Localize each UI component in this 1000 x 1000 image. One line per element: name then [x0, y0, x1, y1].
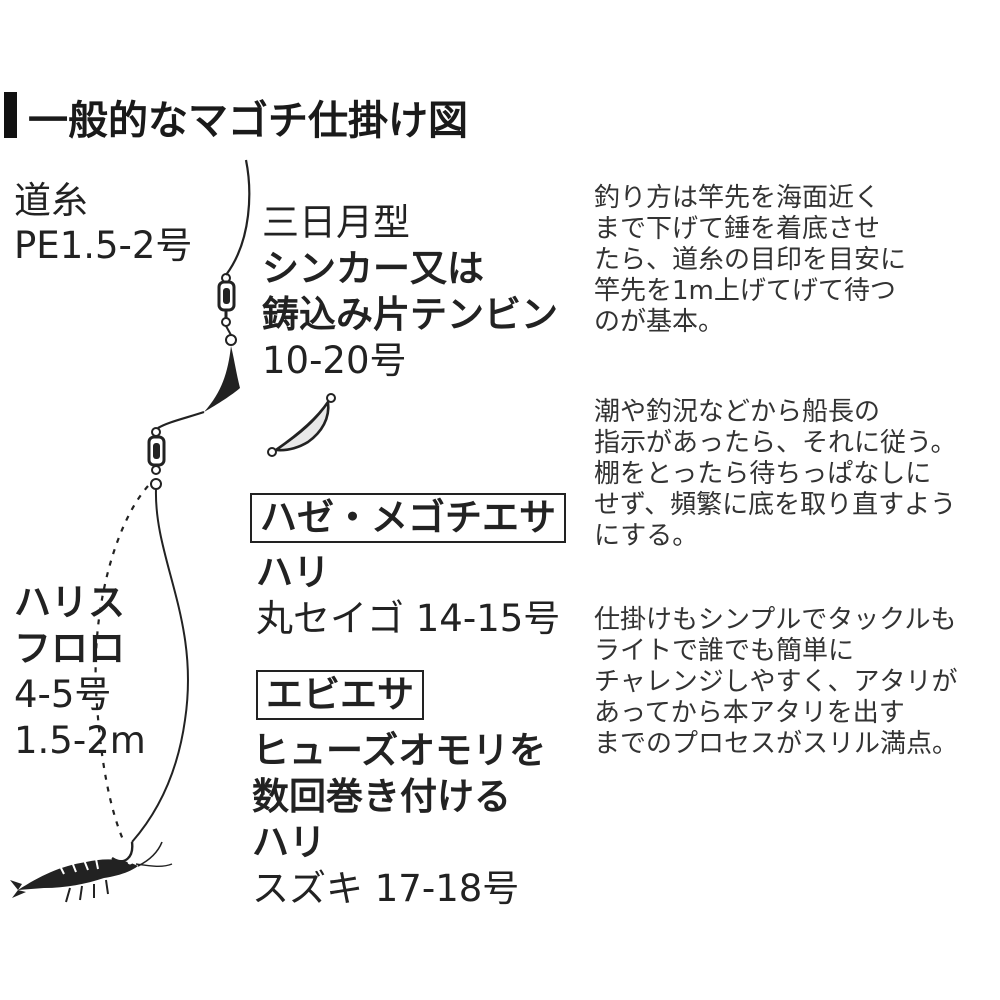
sinker-label-line: 10-20号: [262, 339, 407, 382]
description-line: 指示があったら、それに従う。: [594, 428, 957, 458]
description-line: のが基本。: [594, 307, 725, 337]
goby-bait-heading: ハゼ・メゴチエサ: [250, 493, 566, 543]
sinker-arm-line: [157, 410, 205, 429]
description-technique: 釣り方は竿先を海面近く まで下げて錘を着底させ たら、道糸の目印を目安に 竿先を…: [594, 183, 906, 338]
sinker-label: 三日月型 シンカー又は 鋳込み片テンビン 10-20号: [262, 200, 558, 384]
leader-label-line: 1.5-2m: [14, 719, 146, 762]
leader-label: ハリス フロロ 4-5号 1.5-2m: [14, 580, 146, 764]
leader-label-line: ハリス: [14, 581, 125, 624]
goby-bait-line: 丸セイゴ 14-15号: [256, 597, 561, 640]
main-line-label-line: PE1.5-2号: [14, 224, 193, 267]
sinker-label-line: 鋳込み片テンビン: [262, 293, 558, 336]
shrimp-bait-heading: エビエサ: [256, 670, 424, 720]
shrimp-bait-line: ヒューズオモリを: [252, 729, 547, 772]
goby-bait-line: ハリ: [256, 551, 330, 594]
description-line: 仕掛けもシンプルでタックルも: [594, 605, 957, 635]
description-captain: 潮や釣況などから船長の 指示があったら、それに従う。 棚をとったら待ちっぱなしに…: [594, 397, 956, 552]
diagram-title: 一般的なマゴチ仕掛け図: [28, 98, 468, 144]
main-line: [225, 159, 251, 276]
hook-icon: [111, 841, 134, 863]
description-line: せず、頻繁に底を取り直すよう: [594, 490, 957, 520]
shrimp-bait-icon: [10, 841, 173, 903]
description-line: 棚をとったら待ちっぱなしに: [594, 459, 932, 489]
description-line: チャレンジしやすく、アタリが: [594, 667, 958, 697]
goby-bait-details: ハリ 丸セイゴ 14-15号: [256, 550, 560, 642]
title-bar: [4, 92, 17, 138]
shrimp-bait-line: 数回巻き付ける: [252, 775, 511, 818]
description-line: たら、道糸の目印を目安に: [594, 245, 907, 275]
description-line: 竿先を1m上げてげて待つ: [594, 276, 896, 306]
main-line-label-line: 道糸: [14, 179, 88, 222]
lower-swivel-icon: [147, 427, 166, 490]
shrimp-bait-line: スズキ 17-18号: [252, 867, 520, 910]
crescent-sinker-icon: [204, 346, 240, 412]
description-line: まで下げて錘を着底させ: [594, 214, 881, 244]
sinker-label-line: シンカー又は: [262, 247, 484, 290]
sinker-label-line: 三日月型: [262, 201, 410, 244]
description-line: 釣り方は竿先を海面近く: [594, 183, 881, 213]
description-line: にする。: [594, 521, 699, 551]
shrimp-bait-details: ヒューズオモリを 数回巻き付ける ハリ スズキ 17-18号: [252, 728, 546, 912]
description-line: 潮や釣況などから船長の: [594, 397, 881, 427]
leader-label-line: フロロ: [14, 627, 125, 670]
leader-label-line: 4-5号: [14, 673, 112, 716]
description-line: あってから本アタリを出す: [594, 698, 905, 728]
crescent-sinker-detail-icon: [267, 393, 336, 457]
description-simplicity: 仕掛けもシンプルでタックルも ライトで誰でも簡単に チャレンジしやすく、アタリが…: [594, 605, 958, 760]
main-line-label: 道糸 PE1.5-2号: [14, 178, 192, 268]
description-line: ライトで誰でも簡単に: [594, 636, 855, 666]
upper-swivel-icon: [217, 273, 237, 346]
leader-line: [131, 488, 189, 843]
shrimp-bait-line: ハリ: [252, 821, 326, 864]
description-line: までのプロセスがスリル満点。: [594, 729, 959, 759]
